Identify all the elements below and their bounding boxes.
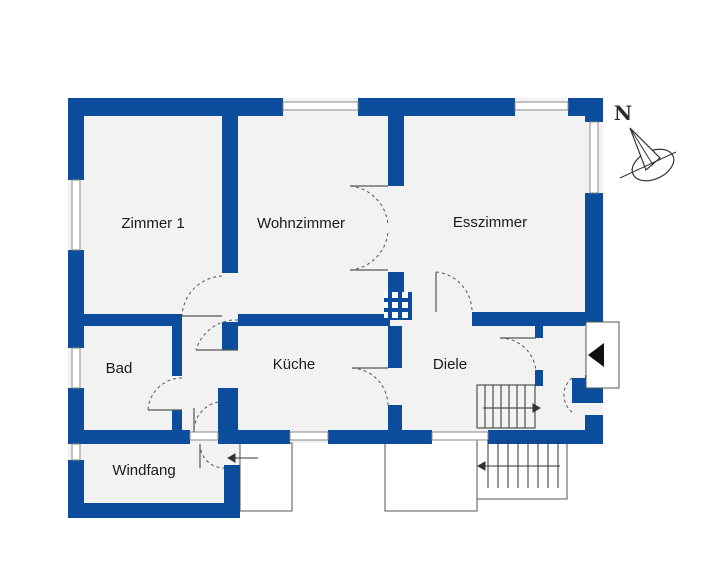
- room-label-windfang: Windfang: [112, 462, 175, 479]
- entrance-arrow: [226, 453, 258, 463]
- room-label-esszimmer: Esszimmer: [453, 214, 527, 231]
- room-label-wohnzimmer: Wohnzimmer: [257, 215, 345, 232]
- windows: [71, 101, 599, 461]
- door-leaves: [148, 185, 536, 468]
- chimney: [384, 292, 412, 320]
- exterior-stairs: [476, 440, 560, 488]
- room-label-diele: Diele: [433, 356, 467, 373]
- staircase: [476, 384, 542, 429]
- floor-areas: [68, 98, 603, 515]
- room-label-zimmer1: Zimmer 1: [121, 215, 184, 232]
- room-label-kueche: Küche: [273, 356, 316, 373]
- compass-icon: N: [614, 101, 677, 182]
- north-label: N: [614, 101, 632, 125]
- chimney-stack: [585, 321, 620, 389]
- room-labels: Zimmer 1 Wohnzimmer Esszimmer Bad Küche …: [106, 214, 527, 479]
- room-label-bad: Bad: [106, 360, 133, 377]
